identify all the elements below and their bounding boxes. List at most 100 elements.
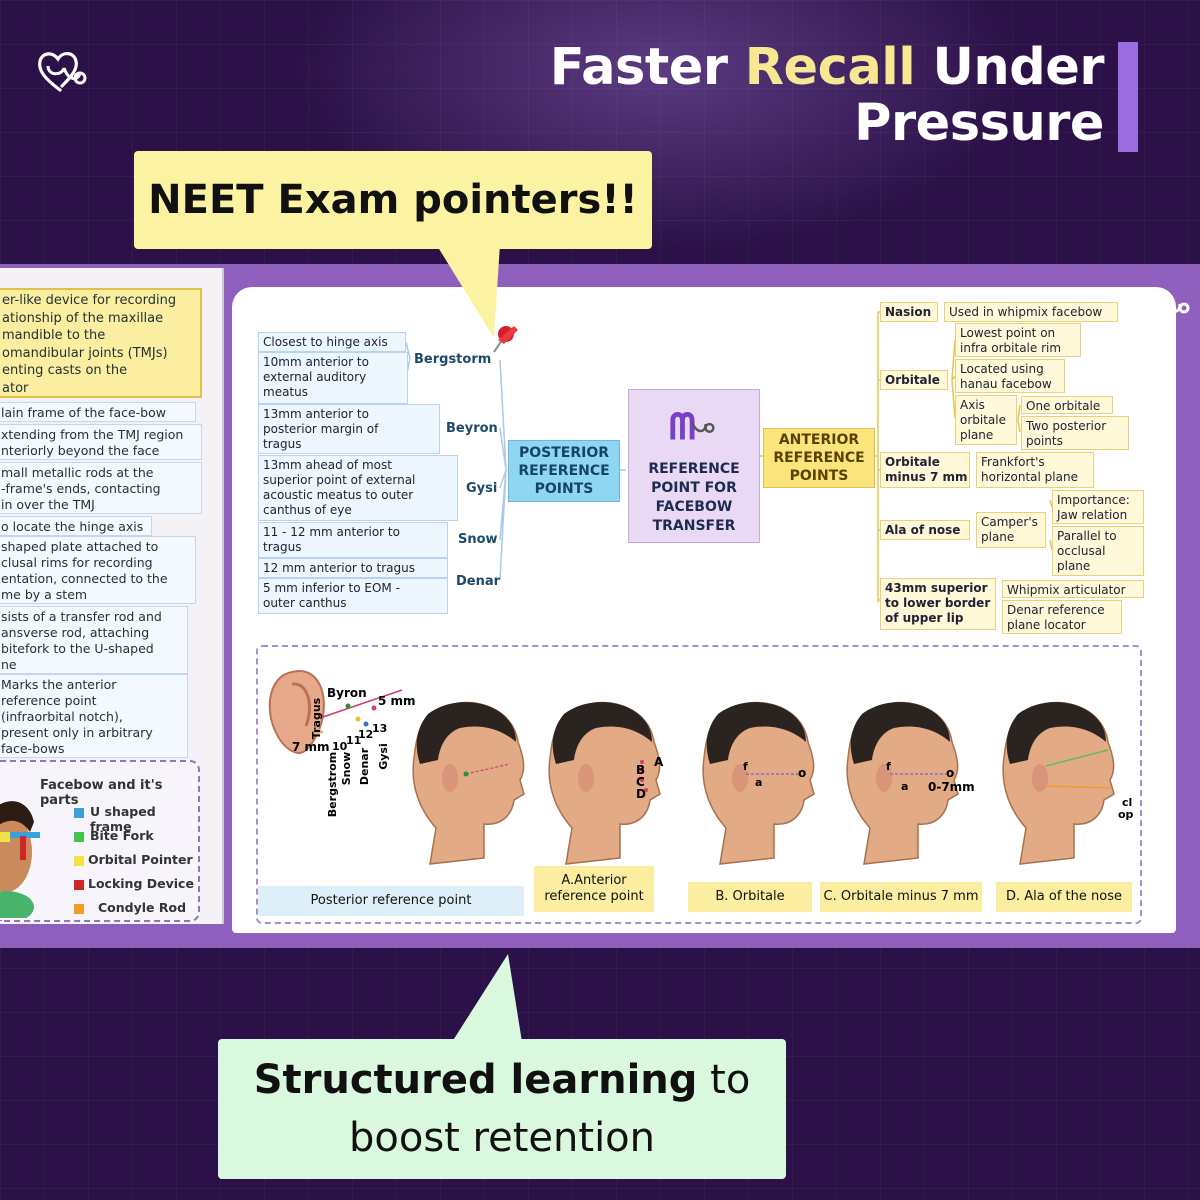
definition-box: er-like device for recording ationship o… xyxy=(0,288,202,398)
pushpin-icon xyxy=(493,326,518,353)
definition-line: enting casts on the xyxy=(2,363,128,378)
note-box: 5 mm inferior to EOM -outer canthus xyxy=(258,578,448,614)
ear-illustration xyxy=(268,669,403,754)
ear-label: Byron xyxy=(327,686,367,700)
headline-line2: Pressure xyxy=(854,94,1104,153)
note-box: Closest to hinge axis xyxy=(258,332,406,352)
head-label: f xyxy=(886,760,891,773)
list-item: mall metallic rods at the-frame's ends, … xyxy=(0,462,202,514)
definition-line: mandible to the xyxy=(2,328,106,343)
anterior-nasion: Nasion xyxy=(880,302,938,322)
list-item: o locate the hinge axis xyxy=(0,516,152,536)
caption-anterior: A.Anterior reference point xyxy=(534,866,654,912)
list-item: lain frame of the face-bow xyxy=(0,402,196,422)
brand-logo-icon xyxy=(38,52,87,92)
ear-label: 5 mm xyxy=(378,694,416,708)
m-logo-icon xyxy=(670,412,715,440)
caption-ala: D. Ala of the nose xyxy=(996,882,1132,912)
legend-swatch xyxy=(74,856,84,866)
posterior-point-snow: Snow xyxy=(458,532,498,547)
ear-label: Snow xyxy=(340,751,354,786)
head-label: f xyxy=(743,760,748,773)
ear-label: 12 xyxy=(358,728,374,741)
legend-label: Condyle Rod xyxy=(98,900,187,915)
ear-label: 13 xyxy=(372,722,388,735)
head-label: a xyxy=(901,780,909,793)
definition-line: omandibular joints (TMJs) xyxy=(2,345,168,361)
anterior-ala-of-nose: Ala of nose xyxy=(880,520,970,540)
head-label: cl xyxy=(1122,796,1133,809)
head-label: op xyxy=(1118,808,1134,821)
posterior-point-denar: Denar xyxy=(456,574,501,589)
m-logo-icon xyxy=(1143,291,1190,320)
note-box: 12 mm anterior to tragus xyxy=(258,558,448,578)
legend-label: Bite Fork xyxy=(90,828,154,843)
definition-line: ator xyxy=(2,380,29,396)
headline-text-2: Under xyxy=(915,38,1105,97)
posterior-point-bergstorm: Bergstorm xyxy=(414,352,492,367)
note-box: Importance:Jaw relation xyxy=(1052,490,1144,524)
definition-line: er-like device for recording xyxy=(2,293,177,308)
headline-text: Faster xyxy=(549,38,745,97)
note-box: Used in whipmix facebow xyxy=(944,302,1118,322)
facebow-legend: Facebow and it's parts U shaped frame Bi… xyxy=(0,760,200,922)
note-box: Whipmix articulator xyxy=(1002,580,1144,598)
accent-bar xyxy=(1118,42,1138,152)
caption-orbitale: B. Orbitale xyxy=(688,882,812,912)
head-label: o xyxy=(798,766,807,780)
caption-posterior: Posterior reference point xyxy=(258,886,524,916)
ear-label: 11 xyxy=(346,734,362,747)
note-box: One orbitale xyxy=(1021,396,1113,414)
legend-label: Orbital Pointer xyxy=(88,852,193,867)
posterior-point-beyron: Beyron xyxy=(446,421,498,436)
ear-label: Tragus xyxy=(310,697,324,740)
legend-swatch xyxy=(74,880,84,890)
headline: Faster Recall Under Pressure xyxy=(549,38,1105,153)
ear-label: 10 xyxy=(332,740,348,753)
callout-neet: NEET Exam pointers!! xyxy=(134,151,652,249)
legend-label: Locking Device xyxy=(88,876,194,891)
ear-label: Bergstrom xyxy=(326,751,340,818)
caption-orbitale-minus-7: C. Orbitale minus 7 mm xyxy=(820,882,982,912)
callout-pointer xyxy=(436,244,500,338)
legend-swatch xyxy=(74,832,84,842)
legend-title: Facebow and it's parts xyxy=(40,778,163,808)
legend-swatch xyxy=(74,904,84,914)
definition-line: ationship of the maxillae xyxy=(2,310,164,326)
callout-pointer xyxy=(452,954,522,1042)
ear-label: Gysi xyxy=(376,743,390,770)
ear-label: 7 mm xyxy=(292,740,330,754)
ear-label: Denar xyxy=(358,747,372,786)
page-number: 36 xyxy=(1156,912,1176,928)
head-label: 0-7mm xyxy=(928,780,975,794)
callout-structured-learning: Structured learning to boost retention xyxy=(218,1039,786,1179)
patient-face-illustration xyxy=(0,801,40,918)
head-illustrations xyxy=(412,701,1115,865)
head-label: o xyxy=(946,766,955,780)
head-label: a xyxy=(755,776,763,789)
copyright-text: © 2025 by Teachspoon EdTech Private Limi… xyxy=(1158,577,1173,880)
figure-panel xyxy=(256,645,1142,924)
anterior-orbitale: Orbitale xyxy=(880,370,948,390)
posterior-point-gysi: Gysi xyxy=(466,481,498,496)
headline-highlight: Recall xyxy=(744,38,916,97)
legend-label: U shaped frame xyxy=(90,804,156,834)
